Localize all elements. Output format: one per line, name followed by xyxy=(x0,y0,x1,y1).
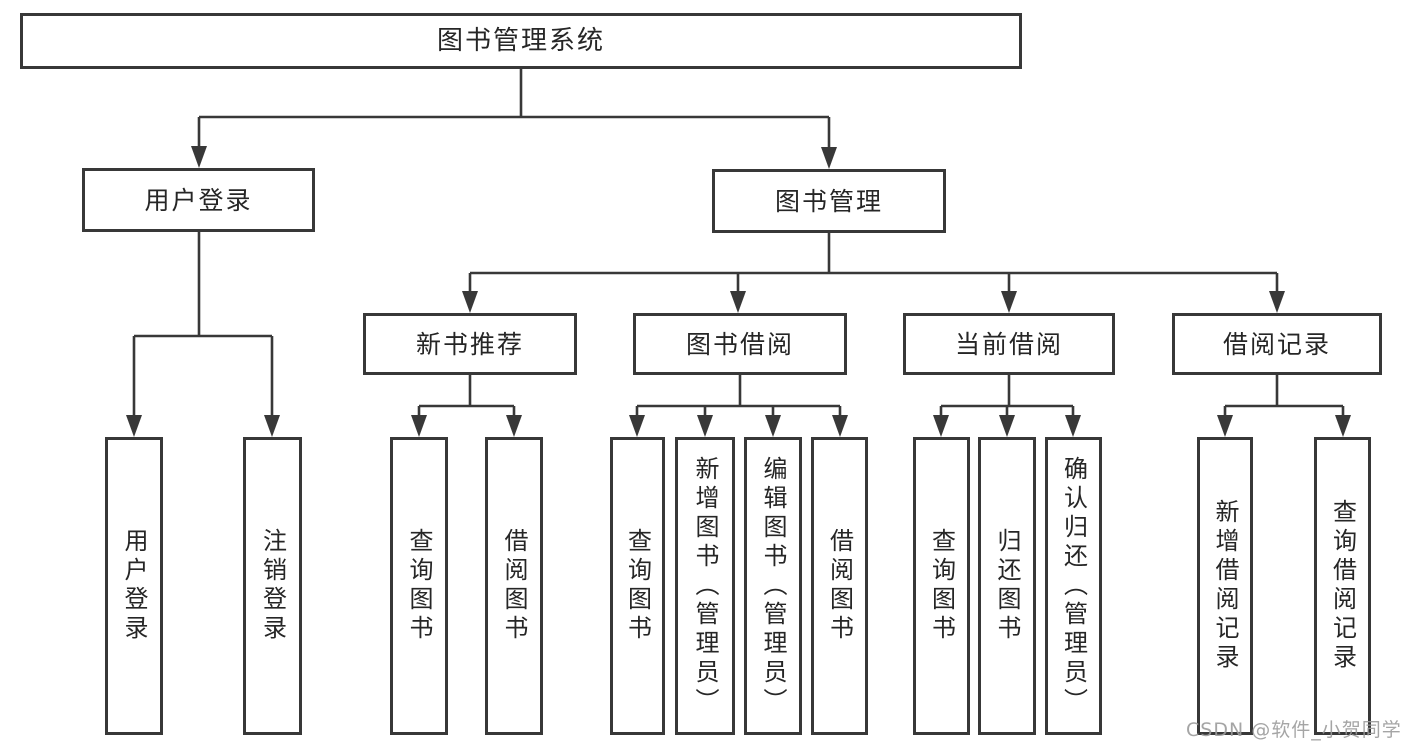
leaf-borrowing-add-books-admin: 新增图书（管理员） xyxy=(675,437,735,735)
leaf-current-return-books: 归还图书 xyxy=(978,437,1036,735)
node-current-borrowing: 当前借阅 xyxy=(903,313,1115,375)
leaf-recommend-borrow-books: 借阅图书 xyxy=(485,437,543,735)
node-borrow-records: 借阅记录 xyxy=(1172,313,1382,375)
leaf-borrowing-edit-books-admin: 编辑图书（管理员） xyxy=(744,437,802,735)
leaf-borrowing-borrow-books: 借阅图书 xyxy=(811,437,868,735)
leaf-user-login: 用户登录 xyxy=(105,437,163,735)
leaf-records-add-record: 新增借阅记录 xyxy=(1197,437,1253,735)
leaf-logout: 注销登录 xyxy=(243,437,302,735)
node-library-management-system: 图书管理系统 xyxy=(20,13,1022,69)
node-book-borrowing: 图书借阅 xyxy=(633,313,847,375)
csdn-watermark: CSDN @软件_小贺同学 xyxy=(1186,719,1402,741)
leaf-current-confirm-return-admin: 确认归还（管理员） xyxy=(1045,437,1102,735)
node-book-management: 图书管理 xyxy=(712,169,946,233)
leaf-current-query-books: 查询图书 xyxy=(913,437,970,735)
leaf-borrowing-query-books: 查询图书 xyxy=(610,437,665,735)
leaf-records-query-record: 查询借阅记录 xyxy=(1314,437,1371,735)
node-new-book-recommend: 新书推荐 xyxy=(363,313,577,375)
leaf-recommend-query-books: 查询图书 xyxy=(390,437,448,735)
node-user-login: 用户登录 xyxy=(82,168,315,232)
